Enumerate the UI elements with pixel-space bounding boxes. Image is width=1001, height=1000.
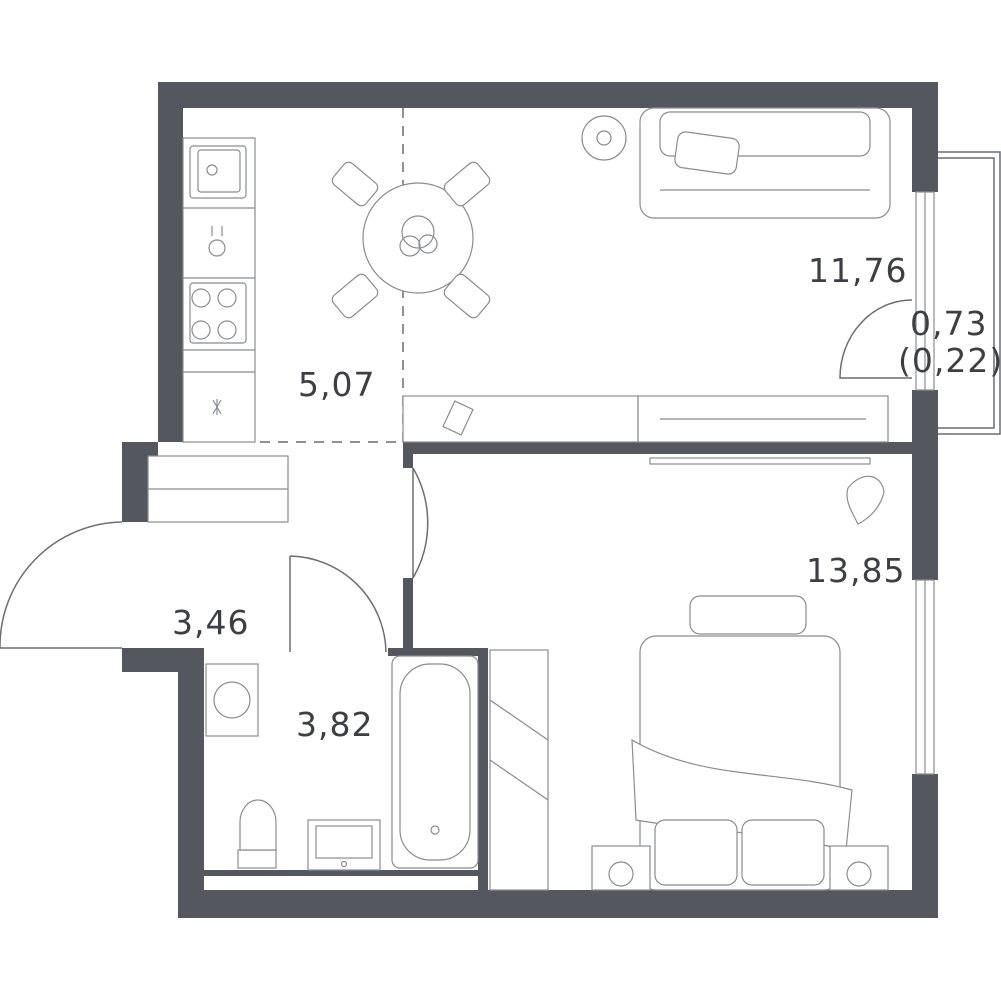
doors: [0, 467, 429, 653]
bedroom-area-label: 13,85: [806, 551, 905, 590]
bathroom-fixtures: [205, 655, 479, 871]
windows: [147, 191, 935, 775]
bedroom-furniture: [489, 475, 889, 891]
balcony-reduced-area-label: (0,22): [898, 341, 1001, 380]
living-furniture: [402, 107, 891, 465]
hall-area-label: 3,46: [172, 603, 249, 642]
balcony-area-label: 0,73: [910, 304, 987, 343]
kitchen-area-label: 5,07: [298, 365, 375, 404]
balcony: [839, 151, 1001, 435]
living-area-label: 11,76: [808, 251, 907, 290]
dining-table: [331, 161, 491, 319]
kitchen-counter: [182, 137, 256, 443]
bathroom-area-label: 3,82: [296, 705, 373, 744]
walls: [122, 82, 938, 918]
